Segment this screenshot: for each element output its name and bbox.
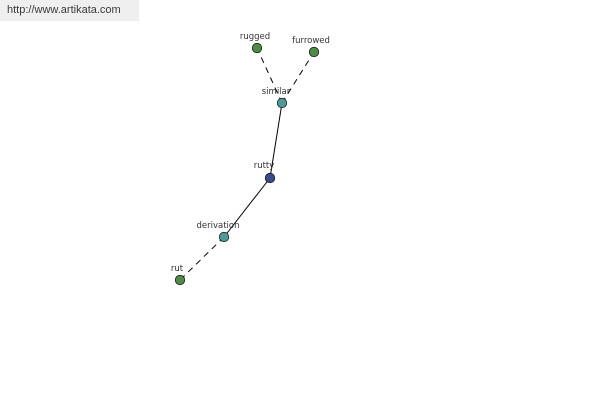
node-marker-derivation[interactable] <box>218 231 230 243</box>
node-rugged[interactable]: rugged <box>240 32 270 54</box>
node-marker-rut[interactable] <box>174 274 186 286</box>
source-url[interactable]: http://www.artikata.com <box>7 4 121 16</box>
node-label-similar[interactable]: similar <box>262 87 291 97</box>
edge-rutty-similar <box>269 102 283 179</box>
node-furrowed[interactable]: furrowed <box>292 36 330 58</box>
nodes-layer: rutty similar derivation rugged furrowed rut <box>171 32 330 286</box>
node-label-rugged[interactable]: rugged <box>240 32 270 42</box>
node-rutty[interactable]: rutty <box>254 161 276 184</box>
node-marker-similar[interactable] <box>276 97 288 109</box>
edge-derivation-rut <box>179 236 225 281</box>
node-marker-rutty[interactable] <box>264 172 276 184</box>
node-label-rutty[interactable]: rutty <box>254 161 275 171</box>
node-derivation[interactable]: derivation <box>196 221 240 243</box>
edge-rutty-derivation <box>223 177 271 238</box>
node-marker-furrowed[interactable] <box>308 46 320 58</box>
node-label-furrowed[interactable]: furrowed <box>292 36 330 46</box>
edges-layer <box>179 47 315 281</box>
node-label-derivation[interactable]: derivation <box>196 221 239 231</box>
node-similar[interactable]: similar <box>262 87 291 109</box>
node-label-rut[interactable]: rut <box>171 264 184 274</box>
node-rut[interactable]: rut <box>171 264 186 286</box>
source-bar: http://www.artikata.com <box>0 0 139 21</box>
node-marker-rugged[interactable] <box>251 42 263 54</box>
